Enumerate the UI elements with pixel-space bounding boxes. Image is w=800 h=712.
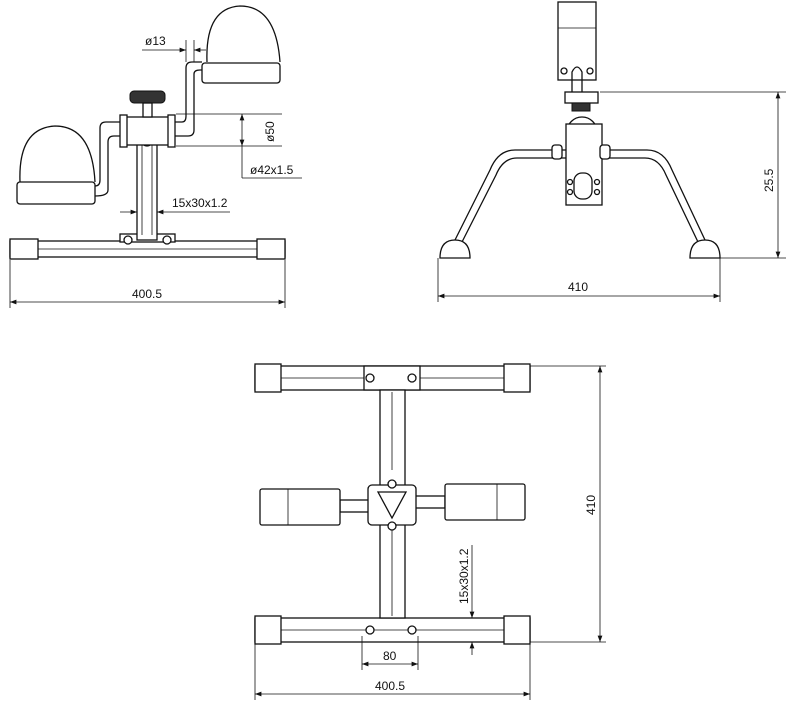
center-spacing-label: 80 [383,649,397,663]
hub-tube-label: ø42x1.5 [250,163,294,177]
front-view: 400.5 ø13 ø50 ø42x1.5 15x30x1.2 [9,5,302,308]
left-pedal-strap [19,125,96,183]
post-tube-label: 15x30x1.2 [172,196,228,210]
tube-size-label: 15x30x1.2 [457,548,471,604]
left-pedal [16,181,96,205]
pedal-left [259,488,341,526]
foot-right [689,239,721,259]
end-cap [254,615,282,645]
tension-knob [129,90,166,104]
hub-triangle [376,491,408,520]
end-cap [503,363,531,393]
leg-right [600,149,706,241]
side-height-label: 25.5 [762,168,776,192]
end-cap [254,363,282,393]
side-length-label: 410 [568,280,588,294]
right-crank [175,61,202,123]
end-cap-left [9,238,39,260]
hub-diameter-label: ø50 [263,121,277,142]
front-width-label: 400.5 [132,287,162,301]
end-cap [503,615,531,645]
crank-left [339,499,371,513]
pedal-right [444,483,526,521]
hub [121,116,175,146]
foot-left [439,239,471,259]
leg-left [454,149,570,241]
side-view: 25.5 410 [437,1,786,302]
clamp [564,91,599,104]
right-pedal [201,62,281,84]
right-pedal-strap [206,5,281,63]
top-view: 410 400.5 80 15x30x1.2 [254,363,606,700]
crank-diameter-label: ø13 [145,34,166,48]
left-crank [94,121,120,187]
crank-right [414,495,446,509]
top-length-label: 410 [584,495,598,515]
top-width-label: 400.5 [375,679,405,693]
end-cap-right [256,238,286,260]
center-post [136,139,158,241]
